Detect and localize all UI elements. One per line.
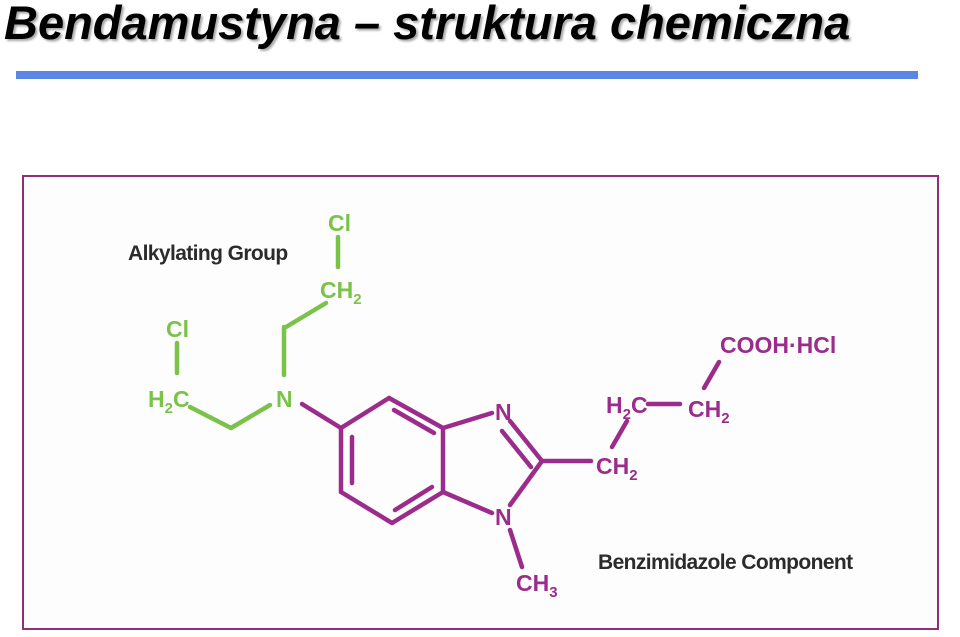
- bond-ring-a: [338, 395, 392, 431]
- atom-h2c-left: H2C: [148, 386, 190, 417]
- bond-h2c-ch2-lower: [187, 404, 234, 431]
- bond-imid-c: [507, 458, 545, 508]
- bond-imid-d: [440, 489, 495, 516]
- caption-benzimidazole-component: Benzimidazole Component: [598, 551, 853, 574]
- bond-ch2-cooh: [701, 359, 722, 391]
- atom-cooh-hcl: COOH·HCl: [720, 332, 836, 358]
- atom-n-amine: N: [276, 386, 293, 412]
- bond-ring-d: [389, 489, 446, 526]
- bond-ch2-ch2-upper: [283, 300, 329, 330]
- atom-ch3: CH3: [516, 570, 558, 601]
- atom-n-ring-top: N: [495, 399, 512, 425]
- atom-cl-left: Cl: [166, 316, 189, 342]
- bond-ring-b: [386, 395, 446, 431]
- bond-ch2-h2c: [609, 418, 630, 450]
- bond-n-ch3: [507, 527, 525, 570]
- atom-ch2-chain-3: CH2: [688, 396, 730, 427]
- atom-ch2-chain-1: CH2: [596, 453, 638, 484]
- structure-figure: Alkylating Group Benzimidazole Component: [22, 175, 939, 630]
- bendamustine-structure-diagram: Alkylating Group Benzimidazole Component: [128, 210, 854, 601]
- atom-cl-top: Cl: [328, 210, 351, 236]
- bond-ring-double-1: [391, 407, 437, 436]
- bond-imid-b: [507, 418, 545, 464]
- slide-title: Bendamustyna – struktura chemiczna: [4, 0, 851, 49]
- caption-alkylating-group: Alkylating Group: [128, 242, 288, 265]
- bond-ch2-n-lower: [228, 402, 273, 431]
- bond-imid-a: [440, 410, 495, 431]
- bond-ring-e: [338, 489, 395, 526]
- title-underline: [16, 71, 918, 79]
- atom-ch2-top: CH2: [320, 277, 362, 308]
- atom-h2c-chain: H2C: [606, 392, 648, 423]
- bond-n-ring: [299, 401, 344, 431]
- atom-n-ring-bottom: N: [495, 504, 512, 530]
- bond-ring-double-2: [392, 484, 435, 513]
- bond-imid-b-double: [499, 428, 534, 470]
